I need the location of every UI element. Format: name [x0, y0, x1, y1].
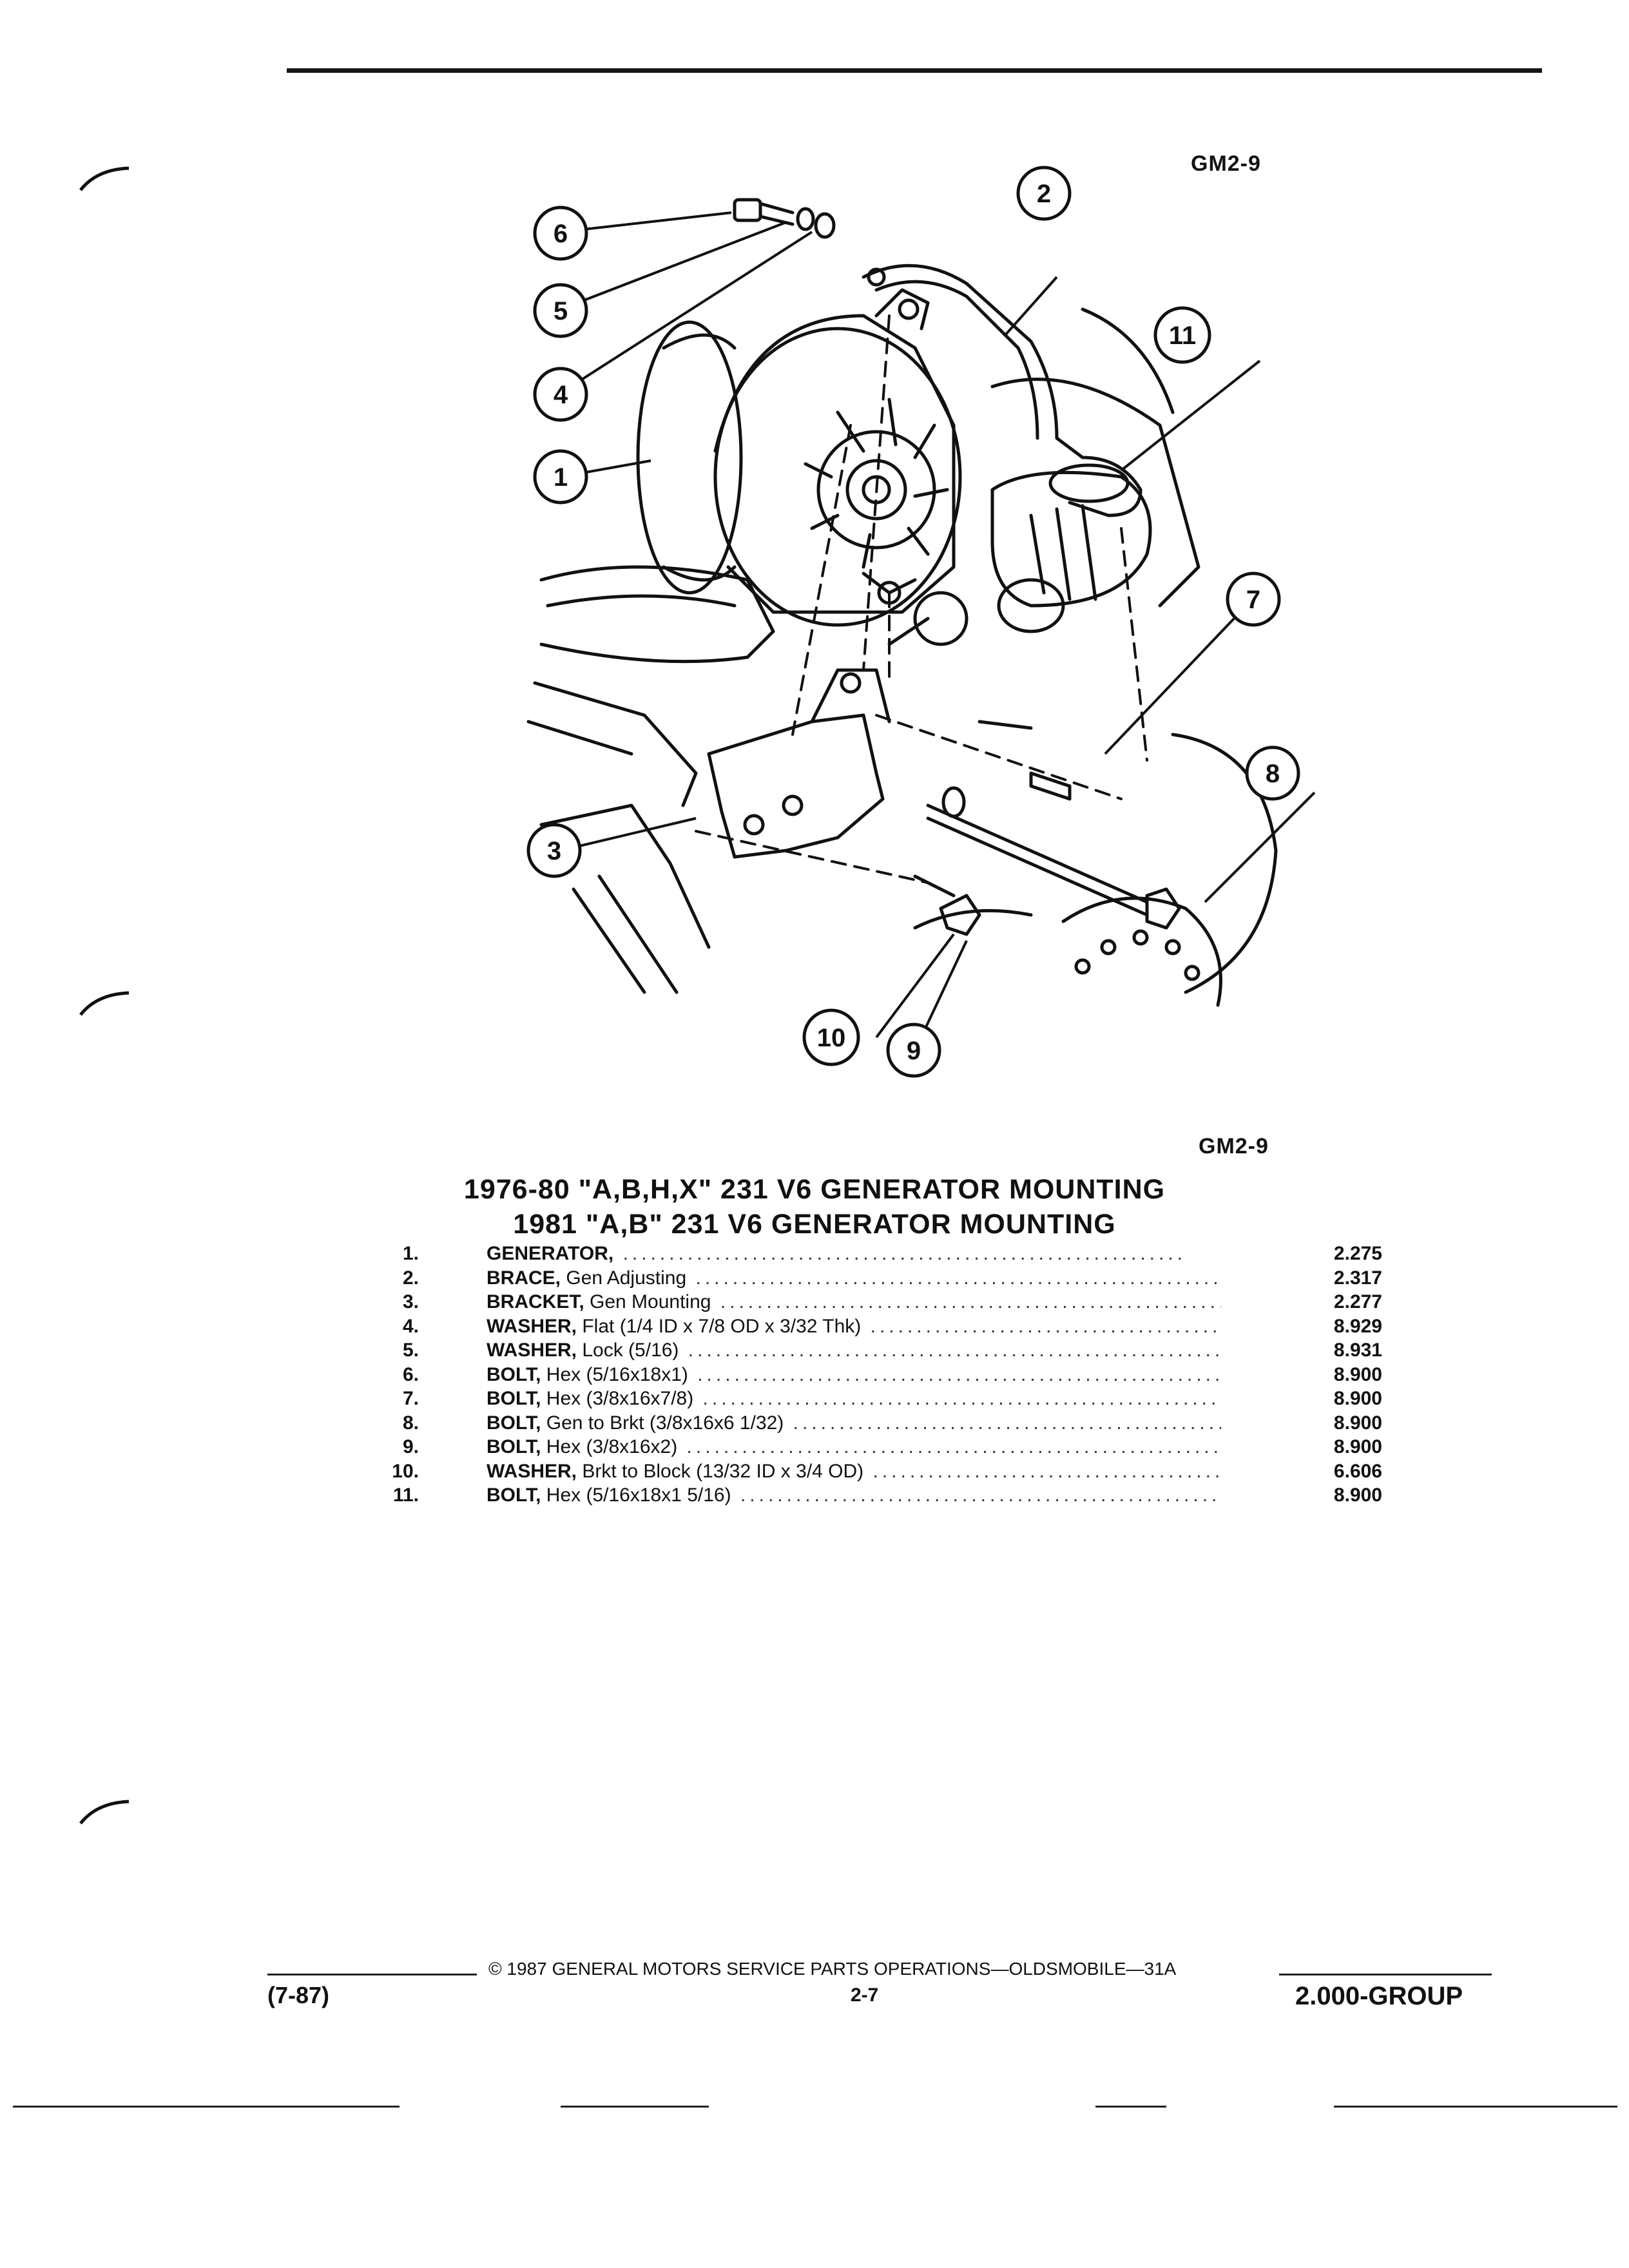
bottom-rule-short: [1095, 2106, 1166, 2108]
top-bolt-washers-outline: [733, 198, 836, 239]
bottom-rule-left: [13, 2106, 400, 2108]
page-title-line-1: 1976-80 "A,B,H,X" 231 V6 GENERATOR MOUNT…: [463, 1174, 1166, 1205]
callout-10: 10: [802, 1008, 860, 1066]
parts-row: 1.GENERATOR, ...........................…: [402, 1243, 1382, 1264]
svg-text:2: 2: [1037, 180, 1051, 208]
binder-mark-top: [79, 166, 130, 191]
crank-pulley-outline: [1061, 896, 1222, 1007]
parts-row: 6.BOLT, Hex (5/16x18x1) ................…: [402, 1363, 1382, 1385]
svg-text:6: 6: [554, 220, 568, 248]
parts-row: 2.BRACE, Gen Adjusting .................…: [402, 1267, 1382, 1289]
callout-7: 7: [1226, 572, 1281, 627]
bottom-rule-right: [1334, 2106, 1617, 2108]
page-title-line-2: 1981 "A,B" 231 V6 GENERATOR MOUNTING: [513, 1209, 1116, 1240]
mounting-bracket-outline: [707, 668, 891, 859]
callout-2: 2: [1016, 166, 1072, 221]
generator-outline: [636, 288, 962, 627]
binder-mark-bottom: [79, 1800, 130, 1825]
long-bolt-outline: [926, 803, 1181, 930]
footer-rule-left: [267, 1974, 477, 1975]
figure-code-bottom: GM2-9: [1199, 1134, 1269, 1158]
parts-row: 9.BOLT, Hex (3/8x16x2) .................…: [402, 1436, 1382, 1457]
engine-block-outline: [526, 307, 1278, 994]
footer-date: (7-87): [267, 1982, 330, 2008]
figure-code-top: GM2-9: [1191, 151, 1261, 176]
pump-outline: [887, 470, 1152, 646]
parts-row: 10.WASHER, Brkt to Block (13/32 ID x 3/4…: [392, 1460, 1382, 1482]
svg-text:5: 5: [554, 297, 568, 325]
callout-8: 8: [1245, 745, 1300, 801]
footer-copyright: © 1987 GENERAL MOTORS SERVICE PARTS OPER…: [488, 1959, 1177, 1979]
svg-text:7: 7: [1246, 586, 1260, 614]
svg-text:10: 10: [817, 1024, 846, 1052]
callout-1: 1: [533, 449, 588, 505]
callout-3: 3: [526, 823, 582, 878]
footer-group: 2.000-GROUP: [1295, 1982, 1463, 2010]
bottom-rule-mid: [561, 2106, 709, 2108]
svg-text:11: 11: [1169, 322, 1196, 350]
parts-row: 7.BOLT, Hex (3/8x16x7/8) ...............…: [402, 1388, 1382, 1409]
alignment-lines: [695, 314, 1148, 884]
svg-text:4: 4: [554, 381, 568, 409]
callout-11: 11: [1153, 306, 1211, 364]
top-rule: [287, 68, 1542, 73]
svg-text:8: 8: [1266, 760, 1280, 788]
parts-row: 11.BOLT, Hex (5/16x18x1 5/16) ..........…: [392, 1485, 1382, 1506]
callout-4: 4: [533, 367, 588, 422]
generator-mounting-illustration: [526, 198, 1316, 1051]
footer-page-number: 2-7: [851, 1984, 879, 2006]
footer-rule-right: [1279, 1974, 1492, 1975]
binder-mark-middle: [79, 991, 130, 1016]
parts-row: 4.WASHER, Flat (1/4 ID x 7/8 OD x 3/32 T…: [402, 1315, 1382, 1337]
callout-5: 5: [533, 283, 588, 338]
svg-text:1: 1: [554, 463, 568, 492]
parts-row: 3.BRACKET, Gen Mounting ................…: [402, 1291, 1382, 1312]
svg-text:9: 9: [907, 1037, 921, 1065]
callout-9: 9: [886, 1023, 941, 1078]
parts-row: 8.BOLT, Gen to Brkt (3/8x16x6 1/32) ....…: [402, 1412, 1382, 1434]
parts-list: 1.GENERATOR, ...........................…: [361, 1242, 1385, 1508]
parts-row: 5.WASHER, Lock (5/16) ..................…: [402, 1340, 1382, 1361]
svg-text:3: 3: [547, 837, 561, 865]
callout-6: 6: [533, 206, 588, 261]
bolt-7-outline: [978, 720, 1072, 801]
lower-bolt-outline: [913, 786, 981, 936]
adjusting-brace-outline: [862, 264, 1142, 517]
